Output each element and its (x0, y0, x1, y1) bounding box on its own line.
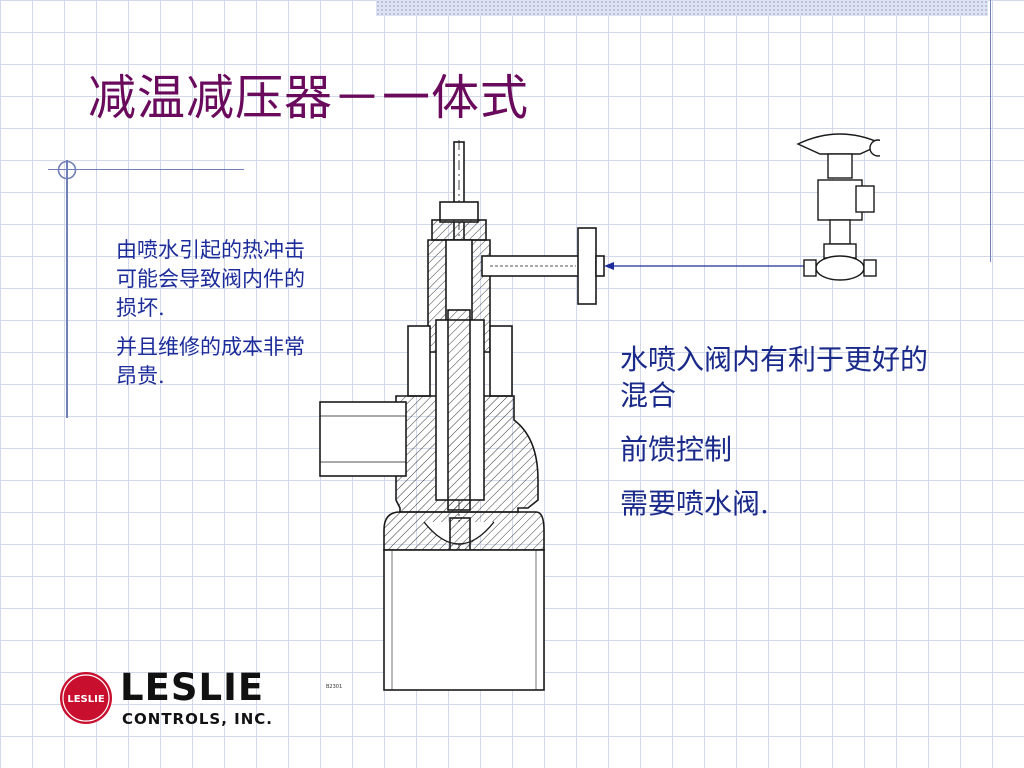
left-notes: 由喷水引起的热冲击可能会导致阀内件的损坏. 并且维修的成本非常昂贵. (116, 236, 316, 401)
logo-subtitle-text: CONTROLS, INC. (122, 710, 273, 728)
logo-brand-text: LESLIE (120, 666, 265, 709)
slide-title: 减温减压器－一体式 (88, 70, 530, 126)
right-notes: 水喷入阀内有利于更好的混合 前馈控制 需要喷水阀. (620, 342, 940, 540)
right-note-mixing: 水喷入阀内有利于更好的混合 (620, 343, 929, 412)
left-note-maintenance-cost: 并且维修的成本非常昂贵. (116, 335, 305, 388)
right-note-feedforward: 前馈控制 (620, 433, 733, 466)
right-note-spray-valve: 需要喷水阀. (620, 487, 769, 520)
crosshair-circle-icon (57, 160, 77, 180)
leslie-emblem-icon: LESLIE (60, 672, 112, 724)
emblem-text: LESLIE (67, 694, 104, 705)
horizontal-accent-line (48, 169, 244, 170)
left-accent-line (66, 160, 68, 418)
top-decorative-band (376, 0, 988, 16)
leslie-controls-logo: LESLIE LESLIE CONTROLS, INC. (58, 666, 308, 736)
drawing-reference-number: B2301 (326, 684, 343, 690)
right-accent-line (990, 0, 991, 262)
left-note-thermal-shock: 由喷水引起的热冲击可能会导致阀内件的损坏. (116, 238, 305, 320)
desuperheater-cross-section-drawing (319, 133, 880, 691)
